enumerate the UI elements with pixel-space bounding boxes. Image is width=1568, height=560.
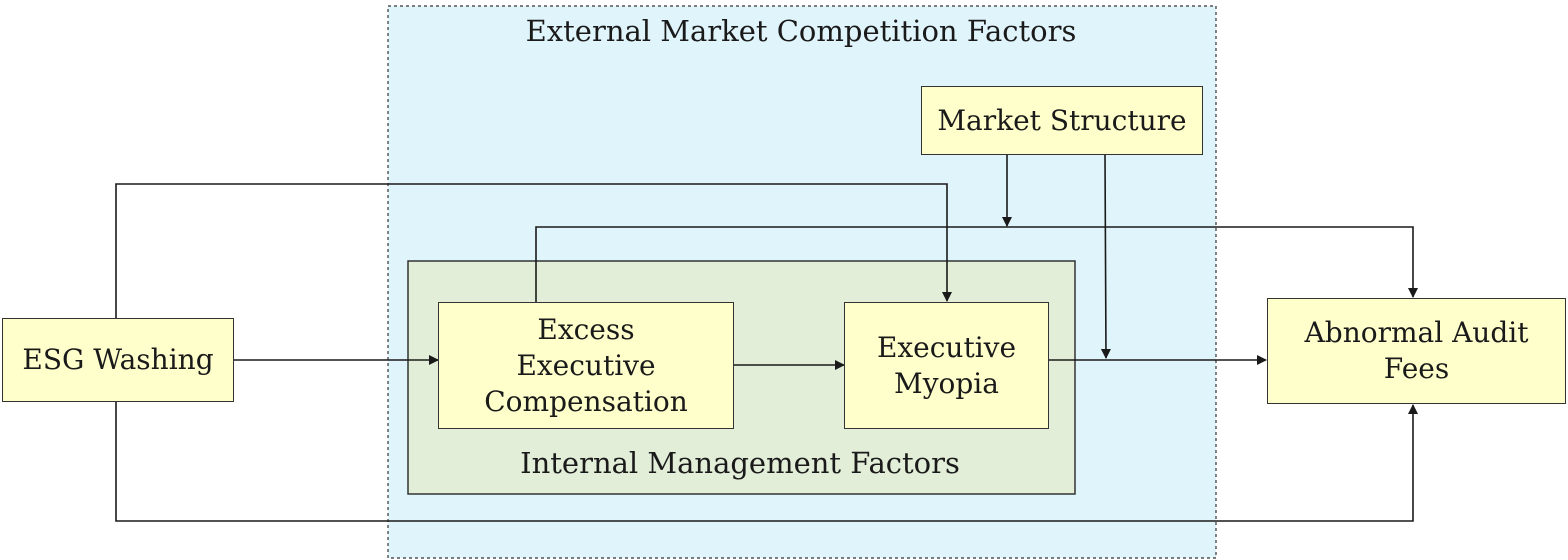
node-excess-executive-compensation-label: Excess Executive Compensation <box>484 312 688 418</box>
node-esg-washing: ESG Washing <box>2 318 234 402</box>
node-executive-myopia: Executive Myopia <box>844 302 1049 429</box>
arrow-compensation-to-audit-fees <box>535 226 1418 302</box>
node-market-structure-label: Market Structure <box>937 103 1187 137</box>
arrow-esg-to-myopia <box>115 183 952 318</box>
node-executive-myopia-label: Executive Myopia <box>876 330 1017 400</box>
external-region-label: External Market Competition Factors <box>525 14 1077 48</box>
node-market-structure: Market Structure <box>921 86 1203 155</box>
node-esg-washing-label: ESG Washing <box>22 343 214 376</box>
node-abnormal-audit-fees: Abnormal Audit Fees <box>1267 298 1566 404</box>
node-abnormal-audit-fees-label: Abnormal Audit Fees <box>1304 316 1529 385</box>
node-excess-executive-compensation: Excess Executive Compensation <box>438 302 734 429</box>
arrow-esg-to-audit-fees <box>115 402 1418 522</box>
internal-region-label: Internal Management Factors <box>520 446 960 480</box>
arrow-market-structure-moderation-2 <box>1100 154 1111 359</box>
